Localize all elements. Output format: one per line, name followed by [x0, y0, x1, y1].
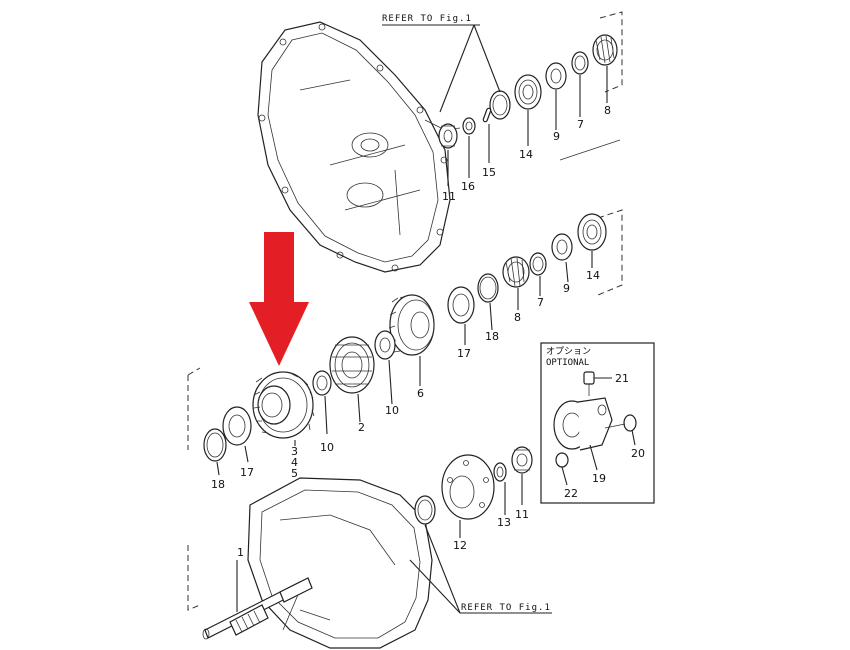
part-gear-3-4-5: [252, 371, 315, 439]
label-part-10-lower: 10: [320, 441, 334, 454]
leader-lines: [216, 24, 636, 614]
part-sleeve-7-upper: [571, 51, 589, 75]
assembly-frames: [187, 11, 623, 611]
optional-title-en: OPTIONAL: [546, 358, 589, 368]
label-part-10-mid: 10: [385, 404, 399, 417]
part-bolt-20: [604, 414, 637, 432]
highlight-arrow: [249, 232, 309, 366]
label-part-12: 12: [453, 539, 467, 552]
part-nut-11-lower: [511, 446, 533, 474]
part-key-15: [482, 107, 492, 123]
label-part-3: 3: [291, 445, 298, 458]
label-part-11-lower: 11: [515, 508, 529, 521]
part-needle-bearing-8-upper: [592, 34, 618, 66]
reference-bottom-label: REFER TO Fig.1: [461, 603, 551, 613]
label-part-5: 5: [291, 467, 298, 480]
label-part-17-lower: 17: [240, 466, 254, 479]
part-needle-bearing-8-middle: [502, 256, 530, 288]
part-washer-16: [462, 117, 476, 135]
transmission-housing-bottom: [247, 477, 433, 649]
label-part-1: 1: [237, 546, 244, 559]
label-part-9-upper: 9: [553, 130, 560, 143]
label-part-17-middle: 17: [457, 347, 471, 360]
part-number-labels: 1 2 3 4 5 6 7 7 8 8 9 9 10 10 11 11 12 1…: [211, 104, 645, 559]
reference-top-label: REFER TO Fig.1: [382, 14, 472, 24]
lower-shaft-parts: [202, 330, 533, 640]
label-part-22: 22: [564, 487, 578, 500]
part-washer-13: [493, 462, 507, 482]
part-washer-9-upper: [545, 62, 567, 90]
label-part-6: 6: [417, 387, 424, 400]
upper-shaft-parts: [438, 34, 618, 149]
label-part-13: 13: [497, 516, 511, 529]
part-washer-10-lower: [312, 370, 332, 396]
label-part-18-middle: 18: [485, 330, 499, 343]
label-part-20: 20: [631, 447, 645, 460]
label-part-8-upper: 8: [604, 104, 611, 117]
label-part-14-middle: 14: [586, 269, 600, 282]
part-sleeve-7-middle: [529, 252, 547, 276]
label-part-19: 19: [592, 472, 606, 485]
part-seal-lower: [414, 495, 436, 525]
label-part-11-upper: 11: [442, 190, 456, 203]
part-bearing-14-middle: [577, 213, 607, 251]
part-washer-10-mid: [374, 330, 396, 360]
part-washer-9-middle: [551, 233, 573, 261]
part-coupling-19: [553, 397, 613, 451]
label-part-7-middle: 7: [537, 296, 544, 309]
part-gear-6: [388, 294, 435, 356]
label-part-21: 21: [615, 372, 629, 385]
part-washer-17-middle: [447, 286, 475, 324]
part-washer-17-lower: [222, 406, 252, 446]
optional-title-jp: オプション: [546, 346, 591, 357]
label-part-7-upper: 7: [577, 118, 584, 131]
label-part-9-middle: 9: [563, 282, 570, 295]
part-bearing-14-upper: [514, 74, 542, 110]
part-ring-18-middle: [477, 273, 499, 303]
part-seal-ring-upper: [489, 90, 511, 120]
part-shaft-1: [202, 577, 313, 640]
label-part-2: 2: [358, 421, 365, 434]
optional-parts-box: オプション OPTIONAL: [540, 342, 655, 504]
label-part-14-upper: 14: [519, 148, 533, 161]
middle-shaft-parts: [388, 213, 607, 356]
part-flange-12: [441, 454, 495, 520]
label-part-15: 15: [482, 166, 496, 179]
label-part-4: 4: [291, 456, 298, 469]
label-part-8-middle: 8: [514, 311, 521, 324]
part-nut-22: [555, 452, 569, 468]
part-ring-18-lower: [203, 428, 227, 462]
part-bolt-21: [583, 371, 595, 396]
label-part-16: 16: [461, 180, 475, 193]
part-gear-2: [329, 336, 375, 394]
part-nut-11-upper: [438, 123, 458, 149]
label-part-18-lower: 18: [211, 478, 225, 491]
